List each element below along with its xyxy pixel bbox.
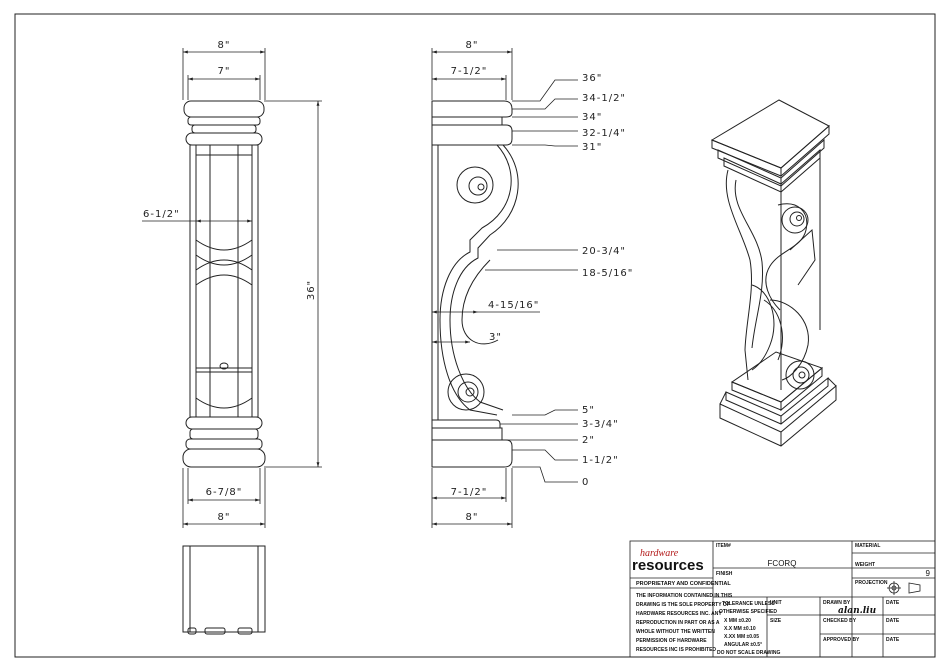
size-label: SIZE bbox=[770, 618, 782, 624]
proprietary-heading: PROPRIETARY AND CONFIDENTIAL bbox=[636, 581, 731, 587]
isometric-view bbox=[710, 99, 837, 447]
date-label: DATE bbox=[886, 618, 900, 624]
side-top-overall-label: 8" bbox=[466, 40, 479, 51]
front-height-label: 36" bbox=[306, 280, 317, 300]
elevation-label: 5" bbox=[582, 405, 595, 416]
date-label: DATE bbox=[886, 600, 900, 606]
bottom-view bbox=[182, 545, 266, 635]
tolerance-line: X MM ±0.20 bbox=[724, 618, 751, 624]
side-view bbox=[431, 100, 519, 468]
proprietary-line: HARDWARE RESOURCES INC. ANY bbox=[636, 611, 722, 617]
tolerance-line: X.XX MM ±0.05 bbox=[724, 634, 759, 640]
side-scroll-depth-b-label: 3" bbox=[489, 332, 502, 343]
elevation-label: 2" bbox=[582, 435, 595, 446]
front-bottom-inner-label: 6-7/8" bbox=[206, 487, 243, 498]
tolerance-line: ANGULAR ±0.5° bbox=[724, 642, 762, 648]
elevation-label: 20-3/4" bbox=[582, 246, 626, 257]
brand-resources-text: resources bbox=[632, 557, 704, 574]
elevation-label: 31" bbox=[582, 142, 602, 153]
side-view-dimensions bbox=[431, 48, 578, 528]
proprietary-line: RESOURCES INC IS PROHIBITED bbox=[636, 647, 716, 653]
side-bottom-overall-label: 8" bbox=[466, 512, 479, 523]
tolerance-line: TOLERANCE UNLESS bbox=[722, 601, 775, 607]
drawn-by-signature: alan.liu bbox=[838, 606, 877, 616]
side-view-dim-labels: 8" 7-1/2" 4-15/16" 3" 7-1/2" 8" 36" 34-1… bbox=[451, 40, 633, 523]
side-bottom-inner-label: 7-1/2" bbox=[451, 487, 488, 498]
weight-label: WEIGHT bbox=[855, 562, 875, 568]
elevation-label: 18-5/16" bbox=[582, 268, 633, 279]
elevation-label: 1-1/2" bbox=[582, 455, 619, 466]
proprietary-line: REPRODUCTION IN PART OR AS A bbox=[636, 620, 720, 626]
proprietary-line: WHOLE WITHOUT THE WRITTEN bbox=[636, 629, 715, 635]
material-label: MATERIAL bbox=[855, 543, 880, 549]
drawn-by-label: DRAWN BY bbox=[823, 600, 851, 606]
brand-hardware-text: hardware bbox=[640, 548, 679, 559]
projection-symbol-icon bbox=[887, 581, 921, 595]
checked-by-label: CHECKED BY bbox=[823, 618, 857, 624]
elevation-label: 34" bbox=[582, 112, 602, 123]
side-scroll-depth-a-label: 4-15/16" bbox=[488, 300, 539, 311]
front-view bbox=[182, 100, 266, 468]
front-top-inner-label: 7" bbox=[218, 66, 231, 77]
item-label: ITEM# bbox=[716, 543, 731, 549]
proprietary-line: PERMISSION OF HARDWARE bbox=[636, 638, 707, 644]
front-view-dimensions bbox=[142, 48, 322, 528]
projection-label: PROJECTION bbox=[855, 580, 888, 586]
approved-by-label: APPROVED BY bbox=[823, 637, 860, 643]
front-bottom-overall-label: 8" bbox=[218, 512, 231, 523]
front-view-dim-labels: 8" 7" 6-1/2" 36" 6-7/8" 8" bbox=[143, 40, 317, 523]
item-value: FCORQ bbox=[768, 559, 797, 568]
front-top-overall-label: 8" bbox=[218, 40, 231, 51]
proprietary-line: THE INFORMATION CONTAINED IN THIS bbox=[636, 593, 733, 599]
front-shaft-width-label: 6-1/2" bbox=[143, 209, 180, 220]
weight-value: 9 bbox=[926, 569, 931, 578]
elevation-label: 32-1/4" bbox=[582, 128, 626, 139]
tolerance-line: X.X MM ±0.10 bbox=[724, 626, 756, 632]
tolerance-line: DO NOT SCALE DRAWING bbox=[717, 650, 780, 656]
side-top-inner-label: 7-1/2" bbox=[451, 66, 488, 77]
tolerance-line: OTHERWISE SPECIFIED bbox=[719, 609, 777, 615]
elevation-label: 36" bbox=[582, 73, 602, 84]
proprietary-line: DRAWING IS THE SOLE PROPERTY OF bbox=[636, 602, 730, 608]
elevation-label: 3-3/4" bbox=[582, 419, 619, 430]
date-label: DATE bbox=[886, 637, 900, 643]
title-block: hardware resources PROPRIETARY AND CONFI… bbox=[629, 540, 936, 658]
sheet-border bbox=[14, 13, 936, 658]
unit-label: UNIT bbox=[770, 600, 782, 606]
elevation-label: 34-1/2" bbox=[582, 93, 626, 104]
finish-label: FINISH bbox=[716, 571, 733, 577]
elevation-label: 0 bbox=[582, 477, 589, 488]
